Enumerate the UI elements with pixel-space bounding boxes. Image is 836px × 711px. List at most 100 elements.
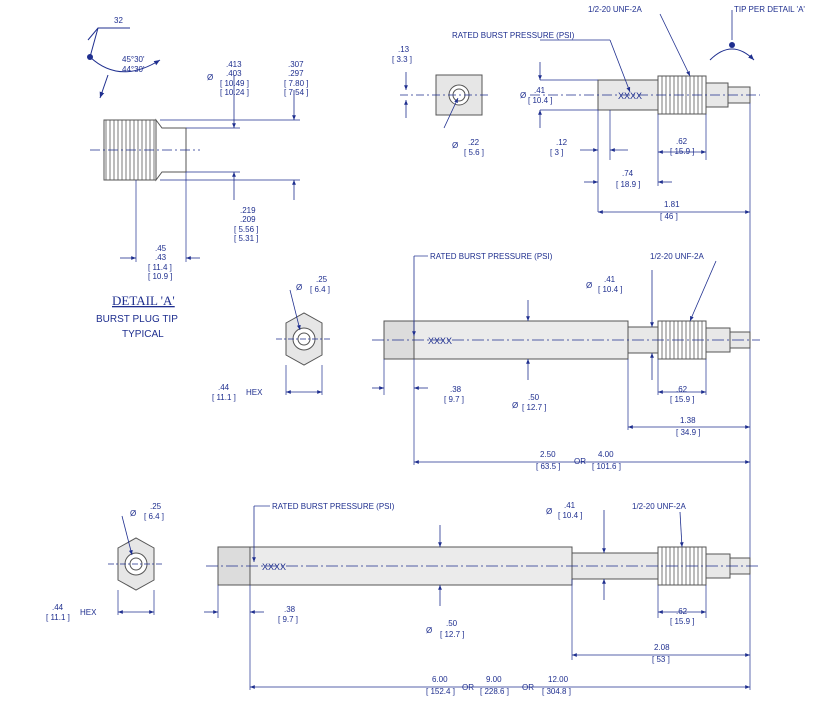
detail-dia-max: .413 [226,60,242,69]
long-d38-mm: [ 9.7 ] [278,615,298,624]
medium-hex-label: HEX [246,388,263,397]
long-len1: 6.00 [432,675,448,684]
short-dia: .41 [534,86,546,95]
long-dia: .41 [564,501,576,510]
long-dia-phi: Ø [546,507,552,516]
long-or-1: OR [462,683,474,692]
medium-d50-phi: Ø [512,401,518,410]
long-plug-view: Ø .25 [ 6.4 ] .44 [ 11.1 ] HEX XXXX RATE… [46,501,760,696]
detail-dia-max-mm: [ 10.49 ] [220,79,249,88]
short-d181-mm: [ 46 ] [660,212,678,221]
medium-thread-label: 1/2-20 UNF-2A [650,252,704,261]
medium-d50-mm: [ 12.7 ] [522,403,546,412]
long-hex-label: HEX [80,608,97,617]
medium-d62-mm: [ 15.9 ] [670,395,694,404]
short-plug-view: .13 [ 3.3 ] Ø .22 [ 5.6 ] XXXX RATED BUR… [392,5,805,690]
short-d12-mm: [ 3 ] [550,148,563,157]
long-hole-mm: [ 6.4 ] [144,512,164,521]
medium-hex-mm: [ 11.1 ] [212,393,236,402]
detail-title: DETAIL 'A' [112,293,175,308]
detail-l-min-mm: [ 10.9 ] [148,272,172,281]
medium-hole-mm: [ 6.4 ] [310,285,330,294]
short-end-dim-mm: [ 3.3 ] [392,55,412,64]
long-d38: .38 [284,605,296,614]
detail-tip-max-mm: [ 5.56 ] [234,225,258,234]
medium-rated-label: RATED BURST PRESSURE (PSI) [430,252,553,261]
medium-len2: 4.00 [598,450,614,459]
long-hex-mm: [ 11.1 ] [46,613,70,622]
detail-tip-max: .219 [240,206,256,215]
medium-hole: .25 [316,275,328,284]
long-d62: .62 [676,607,688,616]
angle-value-2: 44°30' [122,65,145,74]
long-d62-mm: [ 15.9 ] [670,617,694,626]
medium-dia: .41 [604,275,616,284]
finish-symbol-value: 32 [114,16,123,25]
detail-len-max: .307 [288,60,304,69]
short-hole-dim-mm: [ 5.6 ] [464,148,484,157]
long-hole: .25 [150,502,162,511]
medium-plug-view: Ø .25 [ 6.4 ] .44 [ 11.1 ] HEX XXXX RATE… [212,252,760,471]
medium-d50: .50 [528,393,540,402]
short-d74: .74 [622,169,634,178]
short-d62: .62 [676,137,688,146]
long-len1-mm: [ 152.4 ] [426,687,455,696]
detail-dia-phi: Ø [207,73,213,82]
detail-a-view: 32 45°30' 44°30' Ø .413 .403 [ 10.49 ] [… [87,16,308,340]
long-d50-mm: [ 12.7 ] [440,630,464,639]
detail-subtitle-1: BURST PLUG TIP [96,314,178,325]
angle-value-1: 45°30' [122,55,145,64]
medium-d38-mm: [ 9.7 ] [444,395,464,404]
long-hole-phi: Ø [130,509,136,518]
detail-dia-min: .403 [226,69,242,78]
detail-len-max-mm: [ 7.80 ] [284,79,308,88]
short-d62-mm: [ 15.9 ] [670,147,694,156]
medium-len1: 2.50 [540,450,556,459]
long-len3-mm: [ 304.8 ] [542,687,571,696]
detail-l-min: .43 [155,253,167,262]
medium-d38: .38 [450,385,462,394]
tip-per-detail-label: TIP PER DETAIL 'A' [734,5,805,14]
short-dia-mm: [ 10.4 ] [528,96,552,105]
medium-dia-phi: Ø [586,281,592,290]
medium-hole-phi: Ø [296,283,302,292]
long-d208-mm: [ 53 ] [652,655,670,664]
medium-len1-mm: [ 63.5 ] [536,462,560,471]
short-hole-dim: .22 [468,138,480,147]
long-thread-label: 1/2-20 UNF-2A [632,502,686,511]
long-dia-mm: [ 10.4 ] [558,511,582,520]
long-len2-mm: [ 228.6 ] [480,687,509,696]
medium-hex: .44 [218,383,230,392]
detail-l-max-mm: [ 11.4 ] [148,263,172,272]
detail-dia-min-mm: [ 10.24 ] [220,88,249,97]
long-rated-label: RATED BURST PRESSURE (PSI) [272,502,395,511]
medium-d138-mm: [ 34.9 ] [676,428,700,437]
short-d74-mm: [ 18.9 ] [616,180,640,189]
detail-len-min: .297 [288,69,304,78]
long-len3: 12.00 [548,675,569,684]
medium-len2-mm: [ 101.6 ] [592,462,621,471]
detail-subtitle-2: TYPICAL [122,329,164,340]
short-d181: 1.81 [664,200,680,209]
short-end-dim: .13 [398,45,410,54]
long-d208: 2.08 [654,643,670,652]
short-d12: .12 [556,138,568,147]
short-marking: XXXX [618,91,642,101]
medium-or: OR [574,457,586,466]
medium-dia-mm: [ 10.4 ] [598,285,622,294]
short-hole-phi: Ø [452,141,458,150]
long-d50: .50 [446,619,458,628]
short-rated-label: RATED BURST PRESSURE (PSI) [452,31,575,40]
long-d50-phi: Ø [426,626,432,635]
short-dia-phi: Ø [520,91,526,100]
detail-l-max: .45 [155,244,167,253]
medium-marking: XXXX [428,336,452,346]
medium-d138: 1.38 [680,416,696,425]
short-thread-label: 1/2-20 UNF-2A [588,5,642,14]
detail-len-min-mm: [ 7.54 ] [284,88,308,97]
long-hex: .44 [52,603,64,612]
detail-tip-min: .209 [240,215,256,224]
medium-d62: .62 [676,385,688,394]
long-or-2: OR [522,683,534,692]
